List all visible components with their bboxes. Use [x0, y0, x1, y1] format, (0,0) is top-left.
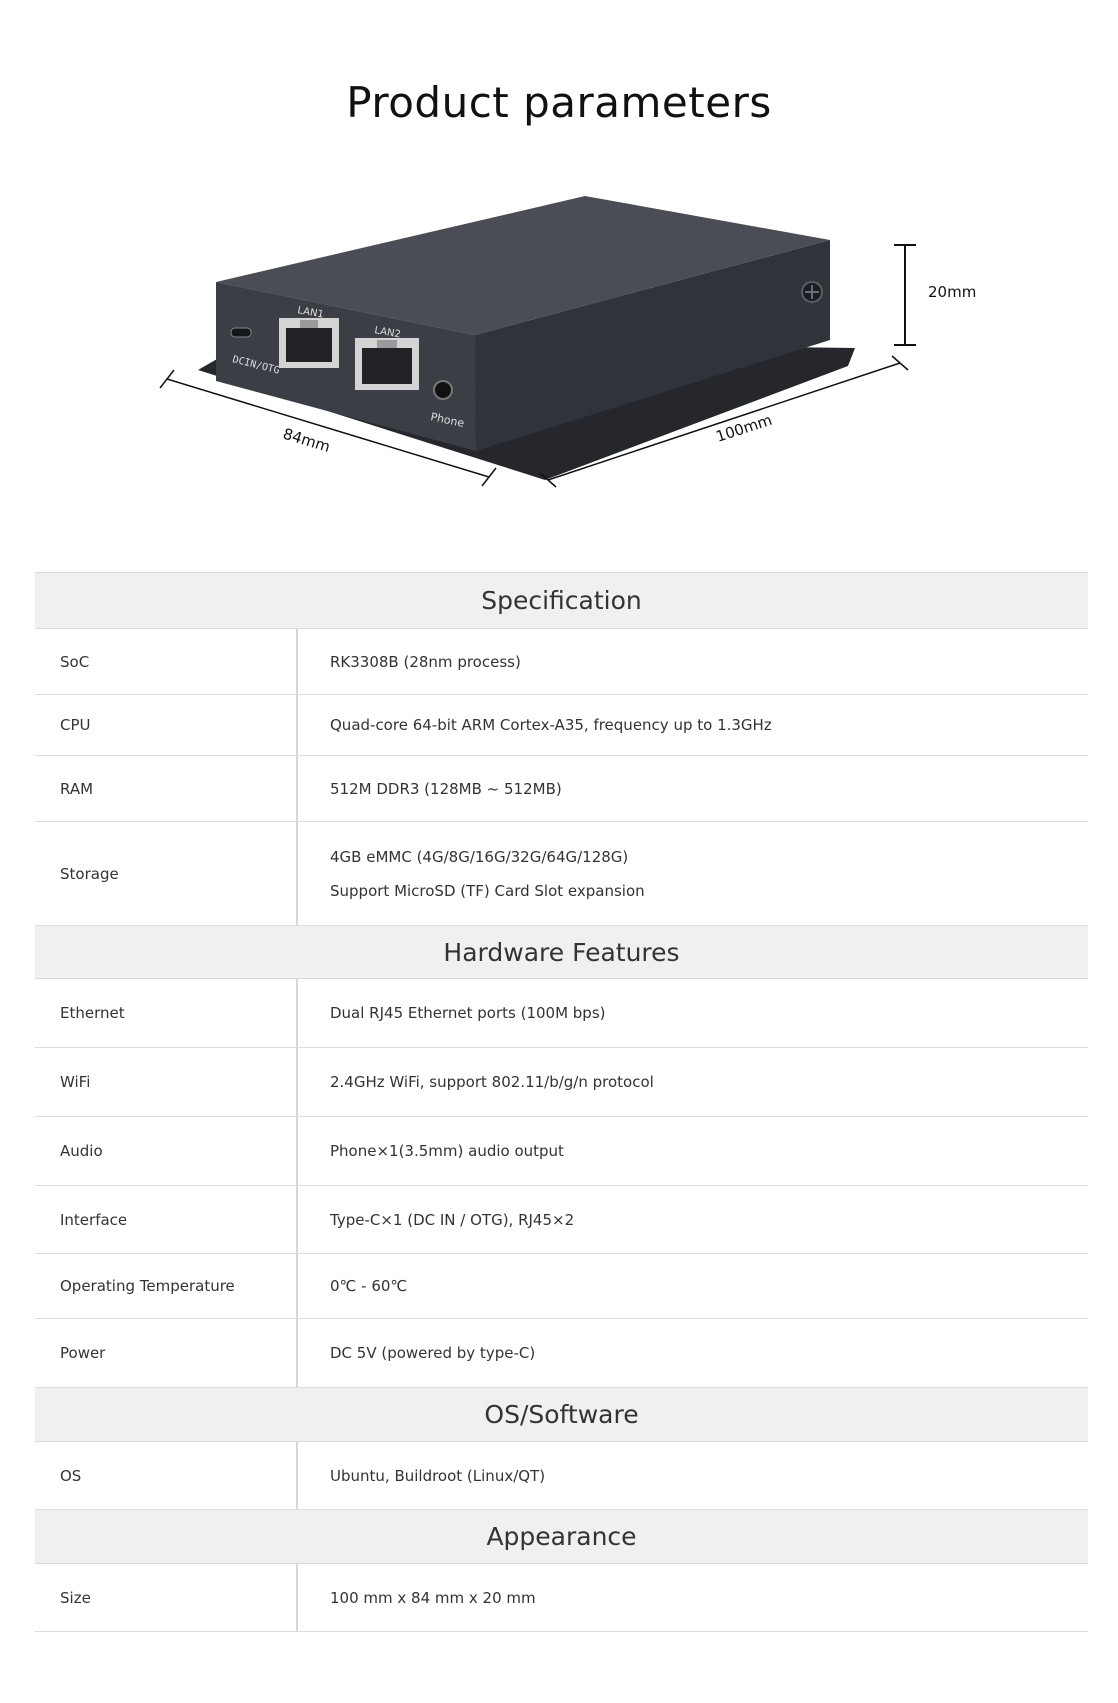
table-row: Audio Phone×1(3.5mm) audio output [35, 1116, 1088, 1186]
lan1-label: LAN1 [296, 305, 324, 320]
lan2-label: LAN2 [373, 325, 401, 340]
table-row: Storage 4GB eMMC (4G/8G/16G/32G/64G/128G… [35, 821, 1088, 926]
row-value: Phone×1(3.5mm) audio output [297, 1116, 1088, 1186]
row-value: Type-C×1 (DC IN / OTG), RJ45×2 [297, 1185, 1088, 1254]
row-value: 0℃ - 60℃ [297, 1253, 1088, 1319]
row-label: Ethernet [35, 978, 298, 1048]
table-row: WiFi 2.4GHz WiFi, support 802.11/b/g/n p… [35, 1047, 1088, 1117]
lan2-port [355, 338, 419, 390]
row-label: Interface [35, 1185, 298, 1254]
page-title: Product parameters [346, 78, 772, 127]
row-label: Power [35, 1318, 298, 1388]
device-illustration: DCIN/OTG LAN1 LAN2 Phone 20mm 84mm 100mm [159, 196, 976, 488]
row-label: CPU [35, 694, 298, 756]
row-value: RK3308B (28nm process) [297, 628, 1088, 695]
table-row: SoC RK3308B (28nm process) [35, 628, 1088, 695]
row-label: SoC [35, 628, 298, 695]
height-dimension-label: 20mm [928, 283, 976, 301]
row-value: Ubuntu, Buildroot (Linux/QT) [297, 1441, 1088, 1510]
row-value: Dual RJ45 Ethernet ports (100M bps) [297, 978, 1088, 1048]
table-row: Ethernet Dual RJ45 Ethernet ports (100M … [35, 978, 1088, 1048]
row-value: DC 5V (powered by type-C) [297, 1318, 1088, 1388]
lan1-port [279, 318, 339, 368]
typec-port [230, 327, 252, 338]
product-dimension-figure: DCIN/OTG LAN1 LAN2 Phone 20mm 84mm 100mm [0, 180, 1118, 510]
width-dimension-label: 84mm [281, 425, 332, 456]
row-label: Storage [35, 821, 298, 926]
length-dimension-label: 100mm [714, 411, 775, 446]
row-value: 4GB eMMC (4G/8G/16G/32G/64G/128G) Suppor… [297, 821, 1088, 926]
spec-table: Specification SoC RK3308B (28nm process)… [35, 572, 1088, 1632]
table-row: OS Ubuntu, Buildroot (Linux/QT) [35, 1441, 1088, 1510]
section-header-specification: Specification [35, 572, 1088, 629]
row-value: 2.4GHz WiFi, support 802.11/b/g/n protoc… [297, 1047, 1088, 1117]
row-label: Audio [35, 1116, 298, 1186]
row-label: OS [35, 1441, 298, 1510]
section-header-hardware-features: Hardware Features [35, 925, 1088, 979]
row-label: WiFi [35, 1047, 298, 1117]
table-row: Interface Type-C×1 (DC IN / OTG), RJ45×2 [35, 1185, 1088, 1254]
table-row: RAM 512M DDR3 (128MB ~ 512MB) [35, 755, 1088, 822]
section-header-appearance: Appearance [35, 1509, 1088, 1564]
row-value: Quad-core 64-bit ARM Cortex-A35, frequen… [297, 694, 1088, 756]
phone-jack [433, 380, 453, 400]
row-label: RAM [35, 755, 298, 822]
table-row: Operating Temperature 0℃ - 60℃ [35, 1253, 1088, 1319]
table-row: CPU Quad-core 64-bit ARM Cortex-A35, fre… [35, 694, 1088, 756]
row-value: 100 mm x 84 mm x 20 mm [297, 1563, 1088, 1632]
device-top-face [216, 196, 830, 335]
row-label: Size [35, 1563, 298, 1632]
row-label: Operating Temperature [35, 1253, 298, 1319]
section-header-os-software: OS/Software [35, 1387, 1088, 1442]
device-side-face [475, 240, 830, 451]
row-value: 512M DDR3 (128MB ~ 512MB) [297, 755, 1088, 822]
table-row: Size 100 mm x 84 mm x 20 mm [35, 1563, 1088, 1632]
table-row: Power DC 5V (powered by type-C) [35, 1318, 1088, 1388]
